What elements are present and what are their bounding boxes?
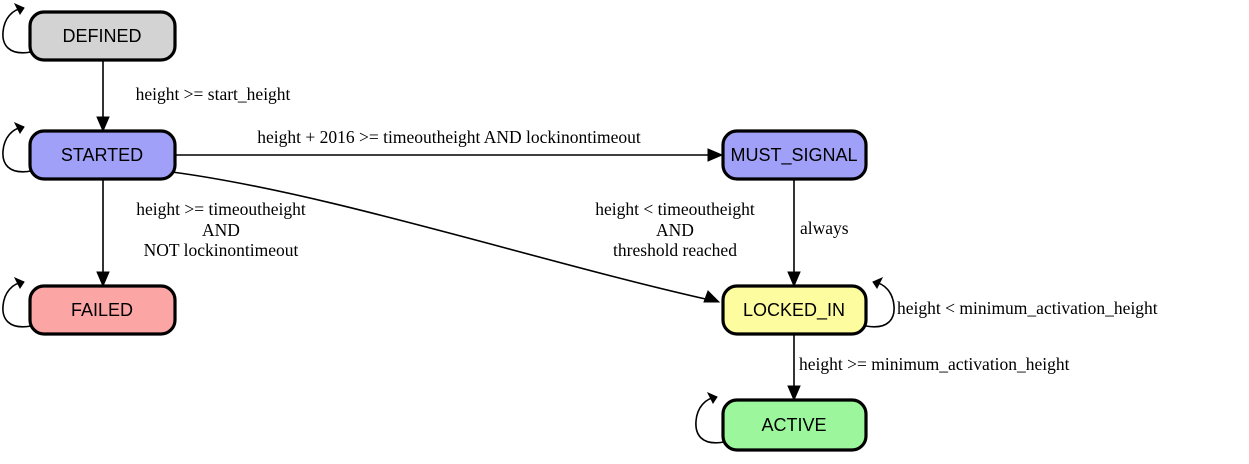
started-self-loop-path: [2, 126, 32, 173]
defined-self-loop-arrowhead: [13, 2, 25, 15]
edge-label-started-to-must-signal: height + 2016 >= timeoutheight AND locki…: [257, 127, 641, 147]
edge-started-to-must-signal: [176, 148, 724, 162]
active-self-loop-arrowhead: [706, 391, 718, 404]
started-to-failed-arrowhead: [96, 271, 110, 288]
started-self-loop-arrowhead: [13, 121, 25, 134]
edge-must-signal-to-locked-in: [787, 180, 801, 288]
self-loop-locked-in: [865, 276, 895, 328]
node-must-signal[interactable]: MUST_SIGNAL: [721, 129, 868, 181]
node-locked-in-shape[interactable]: [721, 284, 868, 336]
edge-label-started-to-failed: height >= timeoutheight AND NOT lockinon…: [136, 199, 306, 260]
edge-label-started-to-failed-line-2: AND: [202, 220, 240, 240]
self-loop-started: [2, 121, 32, 173]
edge-label-started-to-locked-in-line-1: height < timeoutheight: [595, 199, 755, 219]
edge-started-to-failed: [96, 180, 110, 288]
node-must-signal-shape[interactable]: [721, 129, 868, 181]
edge-label-started-to-locked-in-line-3: threshold reached: [613, 240, 737, 260]
node-defined[interactable]: DEFINED: [28, 10, 177, 62]
locked-in-to-active-arrowhead: [787, 385, 801, 402]
locked-in-self-loop-path: [865, 281, 895, 328]
edge-label-must-signal-to-locked-in: always: [800, 218, 849, 238]
edge-label-started-to-locked-in: height < timeoutheight AND threshold rea…: [595, 199, 755, 260]
locked-in-self-loop-arrowhead: [872, 276, 884, 289]
started-to-locked-in-arrowhead: [703, 290, 721, 303]
node-defined-shape[interactable]: [28, 10, 177, 62]
defined-to-started-arrowhead: [96, 116, 110, 133]
edge-defined-to-started: [96, 61, 110, 133]
defined-self-loop-path: [2, 7, 32, 54]
node-active[interactable]: ACTIVE: [721, 398, 868, 452]
node-failed-shape[interactable]: [28, 284, 177, 336]
edge-locked-in-to-active: [787, 335, 801, 402]
failed-self-loop-path: [2, 281, 32, 328]
active-self-loop-path: [695, 396, 725, 444]
edge-label-defined-to-started: height >= start_height: [136, 84, 291, 104]
started-to-must-signal-arrowhead: [707, 148, 724, 162]
node-started-shape[interactable]: [28, 129, 177, 181]
edge-label-started-to-locked-in-line-2: AND: [656, 220, 694, 240]
started-to-locked-in-path: [171, 171, 711, 301]
edge-label-locked-in-to-active: height >= minimum_activation_height: [799, 354, 1070, 374]
node-failed[interactable]: FAILED: [28, 284, 177, 336]
edge-started-to-locked-in: [171, 171, 721, 303]
node-active-shape[interactable]: [721, 398, 868, 452]
must-signal-to-locked-in-arrowhead: [787, 271, 801, 288]
edge-label-locked-in-self-loop: height < minimum_activation_height: [897, 298, 1158, 318]
self-loop-defined: [2, 2, 32, 54]
edge-label-started-to-failed-line-1: height >= timeoutheight: [136, 199, 306, 219]
failed-self-loop-arrowhead: [13, 276, 25, 289]
self-loop-failed: [2, 276, 32, 328]
edge-label-started-to-failed-line-3: NOT lockinontimeout: [144, 240, 299, 260]
node-started[interactable]: STARTED: [28, 129, 177, 181]
node-locked-in[interactable]: LOCKED_IN: [721, 284, 868, 336]
self-loop-active: [695, 391, 725, 444]
